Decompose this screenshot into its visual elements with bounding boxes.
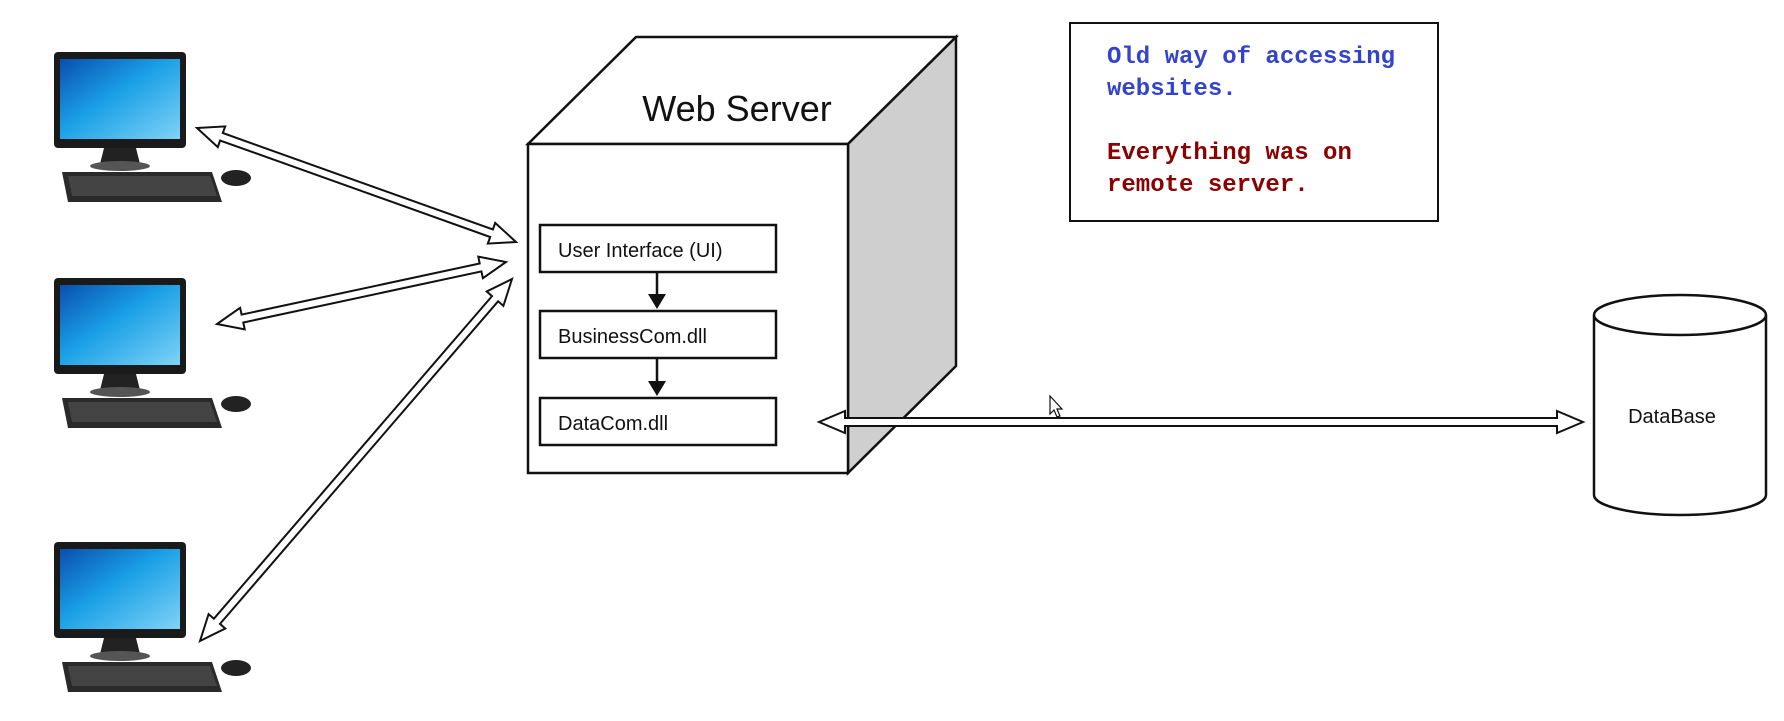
server-title: Web Server — [642, 88, 831, 129]
data-layer-box — [538, 396, 778, 447]
data-layer-label: DataCom.dll — [558, 413, 668, 435]
client2-server-arrow — [214, 255, 509, 331]
ui-to-business-arrow — [648, 272, 666, 309]
client-computer-2-icon — [54, 278, 251, 428]
ui-layer-label: User Interface (UI) — [558, 240, 722, 262]
business-to-data-arrow — [648, 358, 666, 396]
client1-server-arrow — [194, 125, 519, 245]
database-cylinder-icon — [1592, 293, 1768, 517]
database-label: DataBase — [1628, 406, 1716, 428]
note-box: Old way of accessing websites. Everythin… — [1069, 22, 1439, 222]
note-line-remote-server: Everything was on remote server. — [1107, 140, 1352, 199]
business-layer-label: BusinessCom.dll — [558, 326, 707, 348]
mouse-cursor-icon — [1049, 394, 1064, 418]
server-database-arrow — [816, 409, 1586, 435]
note-line-old-way: Old way of accessing websites. — [1107, 44, 1396, 103]
client3-server-arrow — [198, 277, 514, 643]
